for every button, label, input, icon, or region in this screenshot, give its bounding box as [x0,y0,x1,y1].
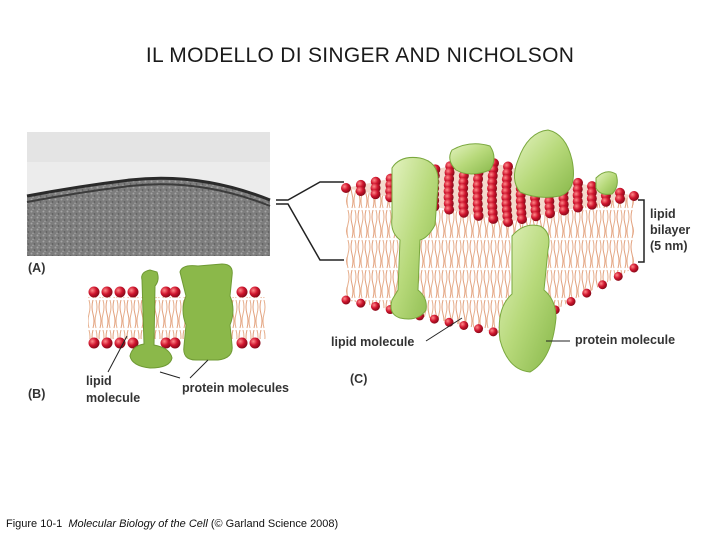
lipid-head [459,208,469,218]
caption-prefix: Figure 10-1 [6,518,62,530]
lipid-head [474,324,483,333]
lipid-head [474,211,484,221]
lipid-head [89,287,100,298]
lipid-head [102,287,113,298]
lipid-head [567,297,576,306]
label-c-protein: protein molecule [575,333,675,347]
bilayer-bracket [638,200,644,262]
label-b-proteins: protein molecules [182,381,289,395]
protein-back-3d [596,172,617,195]
panel-label-b: (B) [28,387,45,401]
lipid-head [237,338,248,349]
zoom-bracket [276,182,344,260]
lipid-head [545,208,555,218]
lipid-head [356,186,366,196]
lipid-head [517,214,527,224]
lipid-head [615,194,625,204]
label-b-lipid-1: lipid [86,374,112,388]
lipid-head [370,189,380,199]
label-c-lipid: lipid molecule [331,335,414,349]
lipid-head [170,338,181,349]
lipid-head [459,321,468,330]
lipid-head [250,287,261,298]
label-bilayer-3: (5 nm) [650,239,688,253]
lipid-head [629,191,639,201]
lipid-head [582,289,591,298]
lipid-head [170,287,181,298]
panel-label-c: (C) [350,372,367,386]
lipid-head [445,318,454,327]
lipid-head [341,183,351,193]
lipid-head [128,287,139,298]
lipid-head [489,327,498,336]
lipid-head [115,287,126,298]
electron-micrograph [27,132,270,256]
lipid-head [559,205,569,215]
label-bilayer-2: bilayer [650,223,690,237]
panel-label-a: (A) [28,261,45,275]
lipid-head [102,338,113,349]
protein-center-3d [450,144,494,174]
lipid-head [531,211,541,221]
label-b-lipid-2: molecule [86,391,140,405]
lipid-head [573,203,583,213]
bilayer-2d [88,264,266,368]
lipid-head [250,338,261,349]
lipid-head [630,264,639,273]
protein-large-2d [180,264,233,360]
caption-book: Molecular Biology of the Cell [68,518,207,530]
lipid-head [601,197,611,207]
lipid-head [89,338,100,349]
protein-top-3d [514,130,573,197]
figure-caption: Figure 10-1 Molecular Biology of the Cel… [6,518,338,530]
lipid-head [444,205,454,215]
lipid-head [356,299,365,308]
caption-suffix: (© Garland Science 2008) [211,518,338,530]
lipid-head [371,302,380,311]
lipid-head [488,214,498,224]
lipid-head [614,272,623,281]
lipid-head [342,296,351,305]
lipid-head [430,315,439,324]
lipid-head [237,287,248,298]
label-bilayer-1: lipid [650,207,676,221]
lipid-head [598,280,607,289]
lipid-head [587,200,597,210]
lipid-head [503,217,513,227]
